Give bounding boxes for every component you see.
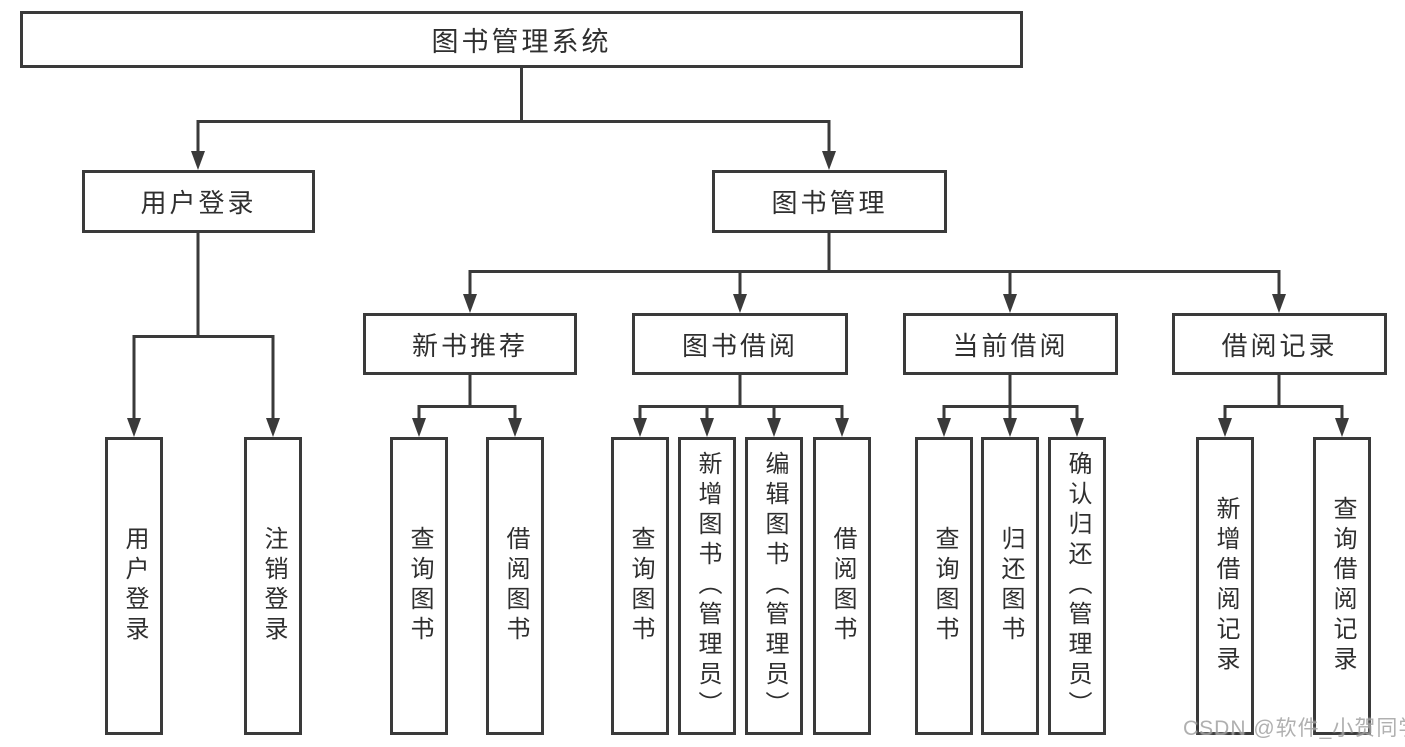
- node-user-login: 用户登录: [82, 170, 315, 233]
- node-current-borrow: 当前借阅: [903, 313, 1118, 375]
- node-new-book-recommend: 新书推荐: [363, 313, 577, 375]
- node-library-management-system: 图书管理系统: [20, 11, 1023, 68]
- node-borrow-records: 借阅记录: [1172, 313, 1387, 375]
- leaf-query-books-1: 查询图书: [390, 437, 448, 735]
- leaf-query-books-3: 查询图书: [915, 437, 973, 735]
- leaf-query-books-2: 查询图书: [611, 437, 669, 735]
- leaf-logout: 注销登录: [244, 437, 302, 735]
- leaf-borrow-books-2: 借阅图书: [813, 437, 871, 735]
- leaf-add-borrow-record: 新增借阅记录: [1196, 437, 1254, 735]
- leaf-user-login: 用户登录: [105, 437, 163, 735]
- leaf-add-book-admin: 新增图书（管理员）: [678, 437, 736, 735]
- leaf-return-book: 归还图书: [981, 437, 1039, 735]
- leaf-query-borrow-record: 查询借阅记录: [1313, 437, 1371, 735]
- leaf-confirm-return-admin: 确认归还（管理员）: [1048, 437, 1106, 735]
- node-book-management: 图书管理: [712, 170, 947, 233]
- watermark-text: CSDN @软件_小贺同学: [1183, 717, 1405, 740]
- leaf-borrow-books-1: 借阅图书: [486, 437, 544, 735]
- arrow-down-icons: [127, 151, 1349, 437]
- leaf-edit-book-admin: 编辑图书（管理员）: [745, 437, 803, 735]
- node-book-borrow: 图书借阅: [632, 313, 848, 375]
